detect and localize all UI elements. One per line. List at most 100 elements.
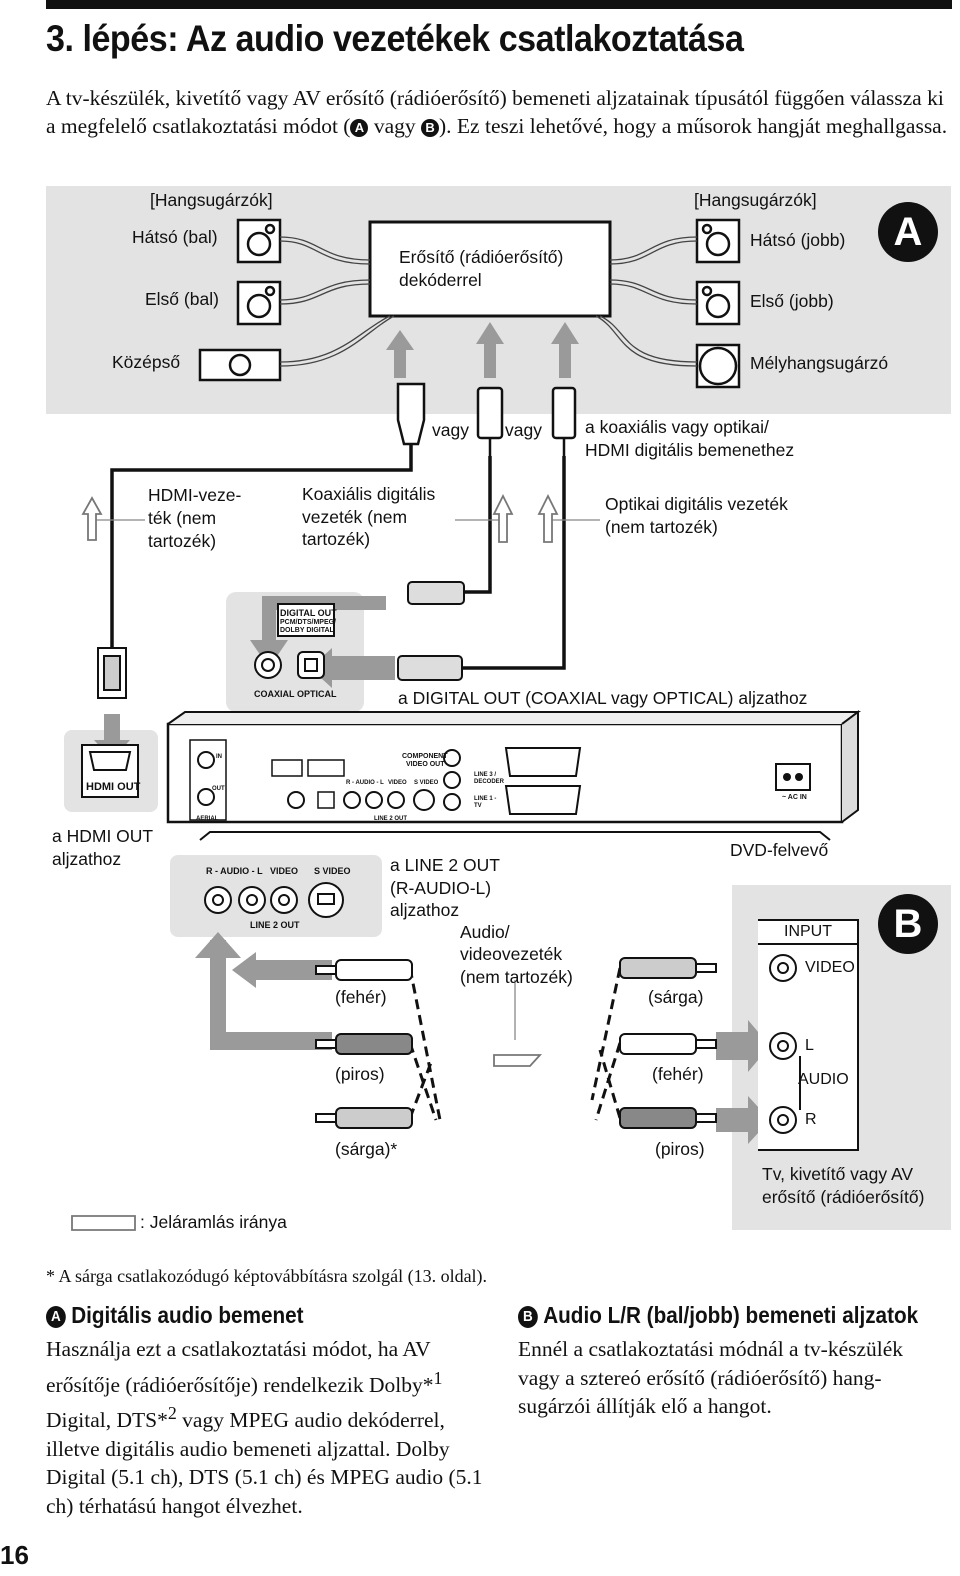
tv-caption-2: erősítő (rádióerősítő) <box>762 1187 925 1207</box>
label-hdmi-cable-2: ték (nem <box>148 508 217 528</box>
label-right-red: (piros) <box>655 1139 705 1159</box>
tv-r-label: R <box>805 1111 817 1128</box>
label-optical: OPTICAL <box>297 689 337 699</box>
label-coax-cable-2: vezeték (nem <box>302 507 408 527</box>
line2-r-audio-l: R - AUDIO - L <box>206 866 263 876</box>
flow-arrows <box>71 493 559 1231</box>
rear-label-decoder: DECODER <box>474 779 505 785</box>
rear-label-s-video: S VIDEO <box>414 780 439 786</box>
label-signal-flow: : Jeláramlás iránya <box>140 1212 287 1232</box>
digital-out-label-box <box>277 603 335 637</box>
page-title: 3. lépés: Az audio vezetékek csatlakozta… <box>46 18 744 59</box>
line2-video: VIDEO <box>270 866 299 876</box>
tv-l-label: L <box>805 1037 814 1054</box>
label-digital-input-2: HDMI digitális bemenethez <box>585 440 795 460</box>
amplifier-box <box>368 220 612 318</box>
label-subwoofer: Mélyhangsugárzó <box>750 353 889 373</box>
label-right-yellow: (sárga) <box>648 987 704 1007</box>
label-optical-cable-2: (nem tartozék) <box>605 517 718 537</box>
tv-video-label: VIDEO <box>805 959 855 976</box>
badge-b: B <box>878 894 938 954</box>
label-or-2: vagy <box>505 420 542 440</box>
intro-paragraph: A tv-készülék, kivetítő vagy AV erősítő … <box>46 84 951 140</box>
speakers-right-header: [Hangsugárzók] <box>694 190 817 210</box>
coax-plug-top <box>476 386 504 440</box>
input-arrows <box>386 322 579 378</box>
rear-label-aerial: AERIAL <box>196 816 219 822</box>
page-number: 16 <box>0 1540 29 1570</box>
footnote: * A sárga csatlakozódugó képtovábbításra… <box>46 1266 488 1286</box>
section-a-paragraph: Használja ezt a csatlakoztatási módot, h… <box>46 1335 486 1520</box>
rca-plugs-right <box>619 957 717 1129</box>
rear-label-tv: TV <box>474 803 482 809</box>
digital-out-title-2: PCM/DTS/MPEG/ <box>280 619 337 626</box>
speakers <box>198 218 741 389</box>
tv-audio-label: AUDIO <box>798 1071 849 1088</box>
label-to-line2-2: (R-AUDIO-L) <box>390 878 492 898</box>
main-cables <box>110 444 566 670</box>
intro-text-3: ). Ez teszi lehetővé, hogy a műsorok han… <box>439 114 948 138</box>
footnote-ref-2: 2 <box>167 1403 177 1424</box>
rca-plugs-left <box>315 959 413 1129</box>
label-rear-left: Hátsó (bal) <box>132 227 218 247</box>
section-a-badge: A <box>46 1306 66 1328</box>
rear-label-out: OUT <box>212 786 225 792</box>
section-a-text-2: Digital, DTS* <box>46 1408 168 1433</box>
label-av-cable-3: (nem tartozék) <box>460 967 573 987</box>
rear-label-in: IN <box>216 754 222 760</box>
label-center: Középső <box>112 352 181 372</box>
label-av-cable-2: videovezeték <box>460 944 563 964</box>
section-b-title: Audio L/R (bal/jobb) bemeneti aljzatok <box>543 1302 919 1328</box>
optical-cable-path <box>462 456 566 670</box>
section-b-badge: B <box>518 1306 538 1328</box>
label-front-right: Első (jobb) <box>750 291 834 311</box>
section-a-text-3: vagy MPEG audio dekóderrel, illetve digi… <box>46 1408 483 1518</box>
rear-label-line3: LINE 3 / <box>474 772 497 778</box>
label-coaxial: COAXIAL <box>254 689 295 699</box>
badge-b-inline: B <box>421 119 440 137</box>
intro-text-2: vagy <box>368 114 422 138</box>
tv-caption-1: Tv, kivetítő vagy AV <box>762 1164 914 1184</box>
digital-out-title-1: DIGITAL OUT <box>280 608 337 618</box>
label-hdmi-cable-3: tartozék) <box>148 531 217 551</box>
label-to-hdmi-out-2: aljzathoz <box>52 849 122 869</box>
rear-label-line2-out: LINE 2 OUT <box>374 816 408 822</box>
badge-a-inline: A <box>350 119 369 137</box>
amplifier-label-1: Erősítő (rádióerősítő) <box>399 247 564 267</box>
rear-label-video: VIDEO <box>388 780 407 786</box>
section-a-title: Digitális audio bemenet <box>71 1302 304 1328</box>
label-hdmi-cable-1: HDMI-veze- <box>148 485 242 505</box>
label-rear-right: Hátsó (jobb) <box>750 230 846 250</box>
speaker-wires <box>279 236 698 367</box>
top-plugs <box>396 382 577 456</box>
label-right-white: (fehér) <box>652 1064 704 1084</box>
footnote-ref-1: 1 <box>433 1367 443 1388</box>
dvd-recorder-body <box>166 710 861 841</box>
rear-label-component: COMPONENT <box>402 753 448 760</box>
label-coax-cable-3: tartozék) <box>302 529 371 549</box>
hdmi-plug-top <box>396 382 426 446</box>
rca-cables <box>408 967 622 1121</box>
label-left-white: (fehér) <box>335 987 387 1007</box>
rear-label-line1: LINE 1 - <box>474 796 497 802</box>
tv-input-panel <box>758 919 859 1151</box>
label-left-red: (piros) <box>335 1064 385 1084</box>
rear-label-r-audio-l: R - AUDIO - L <box>346 780 384 786</box>
label-or-1: vagy <box>432 420 469 440</box>
section-b-paragraph: Ennél a csatlakoztatási módnál a tv-kész… <box>518 1337 904 1418</box>
lower-plugs <box>97 581 465 699</box>
label-to-digital-out: a DIGITAL OUT (COAXIAL vagy OPTICAL) alj… <box>398 688 808 708</box>
intro-text-1: A tv-készülék, kivetítő vagy AV erősítő … <box>46 86 944 138</box>
connection-diagram: [Hangsugárzók] [Hangsugárzók] Hátsó (bal… <box>0 180 960 1250</box>
amplifier-label-2: dekóderrel <box>399 270 482 290</box>
label-dvd-recorder: DVD-felvevő <box>730 840 829 860</box>
rear-label-ac-in: ~ AC IN <box>782 794 807 801</box>
line2-s-video: S VIDEO <box>314 866 351 876</box>
label-digital-input-1: a koaxiális vagy optikai/ <box>585 417 769 437</box>
label-front-left: Első (bal) <box>145 289 219 309</box>
label-to-line2-1: a LINE 2 OUT <box>390 855 500 875</box>
tv-input-label: INPUT <box>784 923 832 940</box>
label-to-line2-3: aljzathoz <box>390 900 460 920</box>
label-optical-cable-1: Optikai digitális vezeték <box>605 494 788 514</box>
